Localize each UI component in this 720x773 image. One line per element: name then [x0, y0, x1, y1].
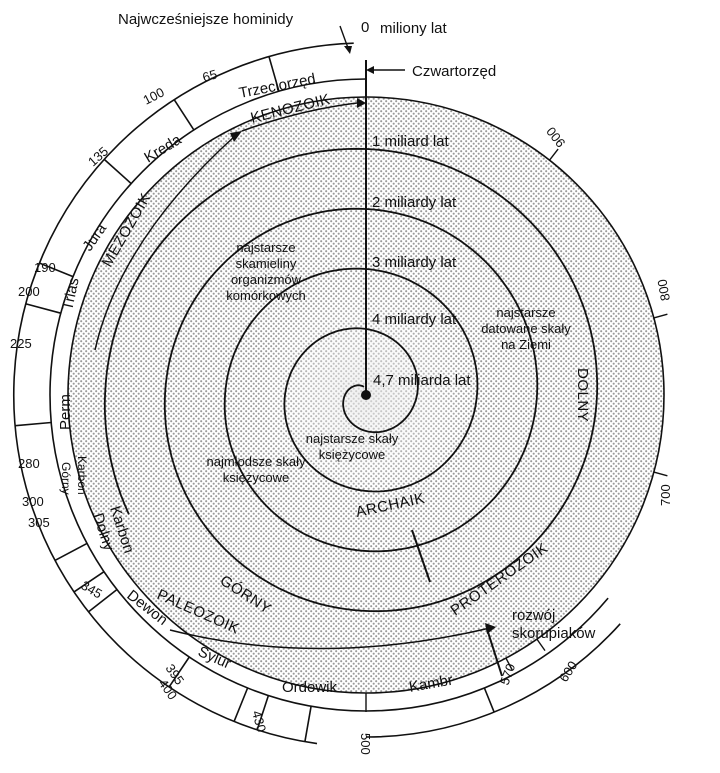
period-boundary-6: [54, 542, 88, 562]
svg-text:na Ziemi: na Ziemi: [501, 337, 551, 352]
tick-700: 700: [658, 484, 673, 506]
hominids-pointer: [339, 25, 349, 49]
tick-500: 500: [358, 733, 373, 755]
time-spiral: [103, 147, 599, 613]
tick-190: 190: [34, 260, 56, 275]
oldest-rocks-note: najstarsze datowane skały na Ziemi: [481, 305, 571, 352]
archaik-proterozoik-boundary: [411, 529, 431, 583]
svg-text:Karbon: Karbon: [75, 456, 89, 495]
tick-200: 200: [18, 284, 40, 299]
crustaceans-note: rozwój skorupiaków: [512, 607, 596, 642]
karbon-gorny-label: Karbon Górny: [59, 456, 89, 495]
period-ring-inner: [49, 78, 367, 712]
period-boundary-0: [268, 56, 280, 92]
trias-label: Trias: [59, 276, 82, 312]
kambr-boundary: [486, 628, 503, 677]
svg-text:skorupiaków: skorupiaków: [512, 625, 596, 642]
tick-305: 305: [28, 515, 50, 530]
one-billion-label: 1 miliard lat: [372, 133, 450, 150]
period-boundaries: [15, 56, 495, 742]
youngest-moon-rocks-note: najmłodsze skały księżycowe: [207, 454, 306, 485]
period-boundary-1: [173, 99, 195, 131]
svg-text:skamieliny: skamieliny: [236, 256, 297, 271]
period-ring-bottom: [365, 597, 609, 712]
period-boundary-7: [73, 571, 105, 593]
tick-800: 800: [654, 278, 673, 302]
four-point-seven-billion-label: 4,7 miliarda lat: [373, 372, 471, 389]
four-billion-label: 4 miliardy lat: [372, 311, 457, 328]
scale-tick-4: [505, 657, 514, 671]
scale-tick-2: [653, 471, 668, 477]
tick-225: 225: [10, 336, 32, 351]
tick-900: 900: [543, 124, 568, 150]
period-ring-outer: [12, 42, 354, 745]
zero-tick-label: 0: [361, 19, 369, 36]
tick-345: 345: [79, 578, 105, 602]
tick-100: 100: [141, 84, 167, 107]
svg-text:księżycowe: księżycowe: [223, 470, 289, 485]
svg-text:rozwój: rozwój: [512, 607, 555, 624]
svg-text:najstarsze: najstarsze: [236, 240, 295, 255]
period-boundary-4: [25, 303, 62, 314]
tick-135: 135: [85, 144, 111, 170]
svg-text:komórkowych: komórkowych: [226, 288, 305, 303]
period-boundary-13: [483, 687, 495, 713]
mezozoik-arrowhead: [230, 131, 242, 142]
period-boundary-10: [233, 687, 249, 722]
tick-65: 65: [201, 66, 219, 84]
kenozoik-arrow: [241, 102, 358, 132]
svg-text:najstarsze skały: najstarsze skały: [306, 431, 399, 446]
svg-text:najstarsze: najstarsze: [496, 305, 555, 320]
tick-280: 280: [18, 456, 40, 471]
scale-tick-1: [653, 313, 668, 319]
svg-text:najmłodsze skały: najmłodsze skały: [207, 454, 306, 469]
quaternary-label: Czwartorzęd: [412, 63, 496, 80]
tick-300: 300: [22, 494, 44, 509]
period-boundary-2: [103, 158, 132, 185]
kenozoik-arrowhead: [357, 98, 366, 108]
paleozoik-arrow: [169, 627, 491, 650]
period-boundary-3: [39, 262, 74, 278]
tick-570: 570: [497, 662, 519, 688]
period-boundary-12: [304, 706, 312, 742]
two-billion-label: 2 miliardy lat: [372, 194, 457, 211]
period-boundary-9: [168, 656, 190, 688]
svg-text:księżycowe: księżycowe: [319, 447, 385, 462]
oldest-fossils-note: najstarsze skamieliny organizmów komórko…: [226, 240, 305, 303]
tick-430: 430: [249, 709, 269, 734]
hominids-label: Najwcześniejsze hominidy: [118, 11, 294, 28]
mezozoik-arrow: [94, 134, 237, 351]
period-boundary-5: [15, 421, 52, 427]
spiral-center-dot: [361, 390, 371, 400]
unit-label: miliony lat: [380, 20, 448, 37]
perm-label: Perm: [57, 394, 74, 430]
period-boundary-8: [88, 588, 118, 613]
scale-ticks: [505, 148, 668, 671]
tick-600: 600: [556, 658, 580, 684]
dolny-label: DOLNY: [574, 368, 591, 422]
quaternary-pointer-head: [366, 66, 374, 74]
hominids-pointer-head: [344, 46, 352, 54]
three-billion-label: 3 miliardy lat: [372, 254, 457, 271]
scale-tick-0: [548, 148, 559, 161]
period-boundary-11: [256, 695, 270, 731]
svg-text:Górny: Górny: [59, 462, 73, 495]
svg-text:organizmów: organizmów: [231, 272, 302, 287]
kreda-label: Kreda: [141, 131, 185, 167]
oldest-moon-rocks-note: najstarsze skały księżycowe: [306, 431, 399, 462]
period-ring-bottom-outer: [365, 623, 621, 738]
ordowik-label: Ordowik: [282, 679, 338, 696]
scale-tick-3: [536, 638, 546, 652]
svg-text:datowane skały: datowane skały: [481, 321, 571, 336]
